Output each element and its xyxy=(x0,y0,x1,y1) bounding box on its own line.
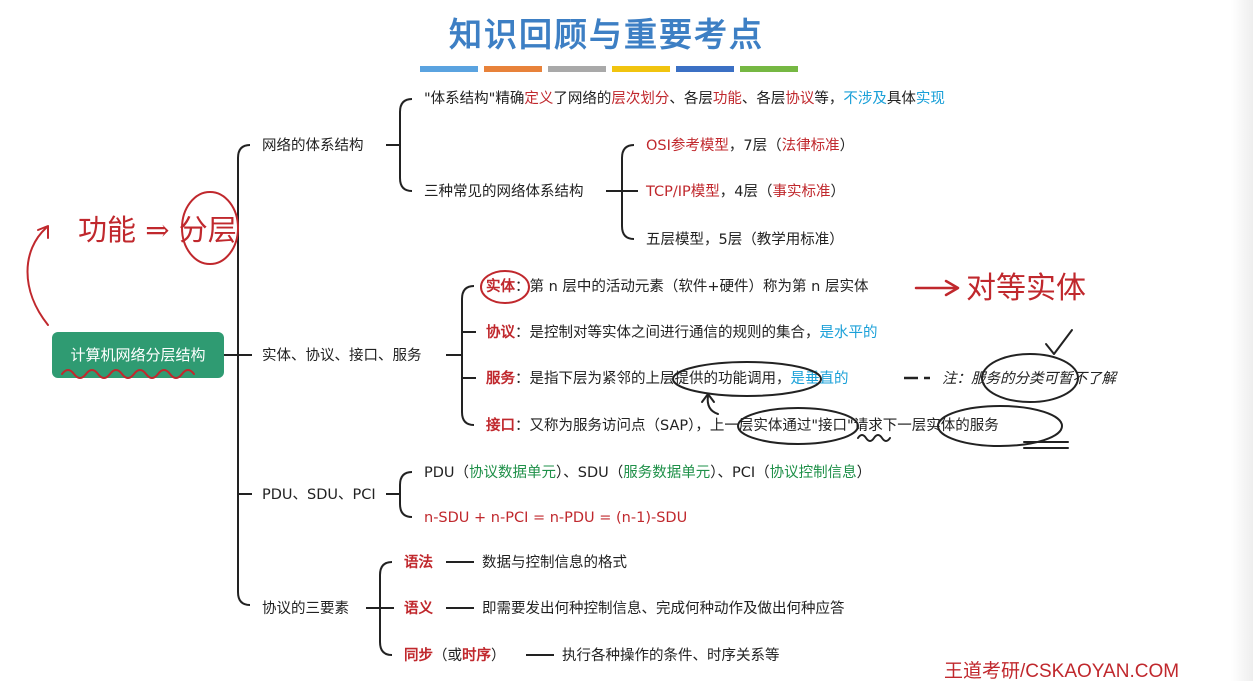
color-bar-strip xyxy=(420,66,820,72)
protocol-definition: 协议：是控制对等实体之间进行通信的规则的集合，是水平的 xyxy=(486,325,878,341)
syntax-key: 语法 xyxy=(404,555,433,571)
five-layer-model: 五层模型，5层（教学用标准） xyxy=(646,232,844,248)
service-definition: 服务：是指下层为紧邻的上层提供的功能调用，是垂直的 xyxy=(486,371,849,387)
pdu-definition: PDU（协议数据单元）、SDU（服务数据单元）、PCI（协议控制信息） xyxy=(424,465,872,481)
color-bar xyxy=(612,66,670,72)
color-bar xyxy=(676,66,734,72)
color-bar xyxy=(740,66,798,72)
semantic-key: 语义 xyxy=(404,601,433,617)
page-title: 知识回顾与重要考点 xyxy=(449,15,764,54)
watermark: 王道考研/CSKAOYAN.COM xyxy=(944,661,1180,682)
color-bar xyxy=(420,66,478,72)
window-edge xyxy=(1231,0,1253,681)
branch-pdu-label: PDU、SDU、PCI xyxy=(262,487,376,503)
handwritten-note-peer-entity: 对等实体 xyxy=(966,271,1086,306)
branch-elements-label: 协议的三要素 xyxy=(262,601,349,617)
models-label: 三种常见的网络体系结构 xyxy=(424,184,584,200)
pdu-formula: n-SDU + n-PCI = n-PDU = (n-1)-SDU xyxy=(424,510,688,526)
syntax-value: 数据与控制信息的格式 xyxy=(482,555,627,571)
service-note: 注：服务的分类可暂不了解 xyxy=(942,371,1116,387)
osi-model: OSI参考模型，7层（法律标准） xyxy=(646,138,855,154)
tcpip-model: TCP/IP模型，4层（事实标准） xyxy=(646,184,846,200)
branch-architecture-label: 网络的体系结构 xyxy=(262,138,364,154)
architecture-definition: "体系结构"精确定义了网络的层次划分、各层功能、各层协议等，不涉及具体实现 xyxy=(424,91,945,107)
handwritten-note-function-layering: 功能 ⇒ 分层 xyxy=(78,213,237,247)
entity-definition: 实体：第 n 层中的活动元素（软件+硬件）称为第 n 层实体 xyxy=(486,279,869,295)
color-bar xyxy=(484,66,542,72)
semantic-value: 即需要发出何种控制信息、完成何种动作及做出何种应答 xyxy=(482,601,845,617)
sync-value: 执行各种操作的条件、时序关系等 xyxy=(562,648,780,664)
interface-definition: 接口：又称为服务访问点（SAP），上一层实体通过"接口"请求下一层实体的服务 xyxy=(486,418,999,434)
color-bar xyxy=(548,66,606,72)
sync-key: 同步（或时序） xyxy=(404,648,506,664)
branch-entity-label: 实体、协议、接口、服务 xyxy=(262,348,422,364)
